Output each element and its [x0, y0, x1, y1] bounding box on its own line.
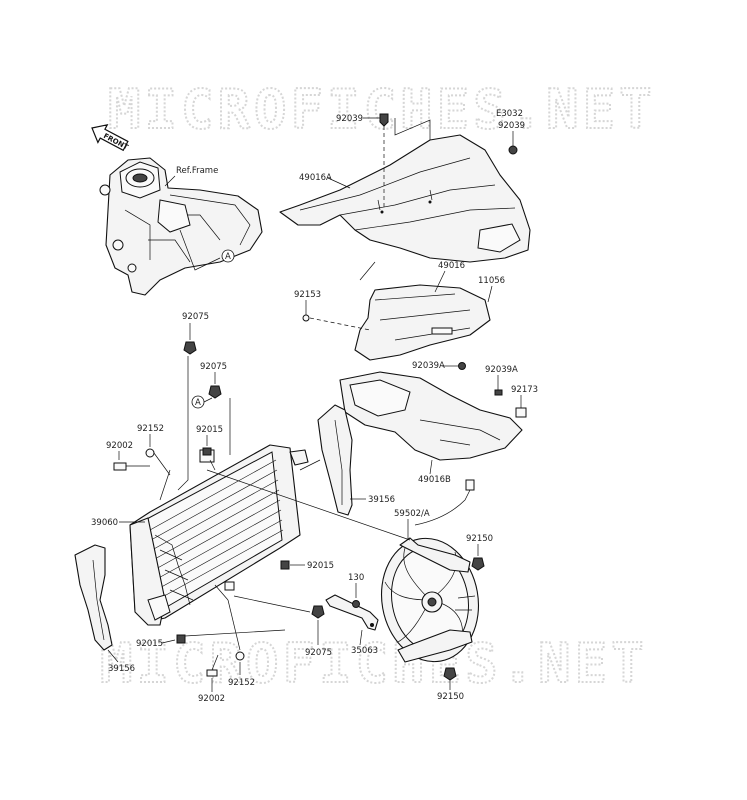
- label-130: 130: [348, 573, 364, 583]
- label-92039a-right: 92039A: [485, 365, 518, 375]
- label-92153: 92153: [294, 290, 321, 300]
- label-35063: 35063: [351, 646, 378, 656]
- label-e3032: E3032: [496, 109, 523, 119]
- bracket-35063: [325, 594, 379, 631]
- radiator-39060: [129, 444, 309, 626]
- shroud-49016b: [339, 371, 523, 461]
- label-92152-top: 92152: [137, 424, 164, 434]
- watermark-top: MICROFICHES.NET: [108, 78, 656, 141]
- side-cover-39156-left: [74, 544, 113, 651]
- callout-a-mid: A: [195, 398, 201, 408]
- label-92015-mid: 92015: [307, 561, 334, 571]
- label-11056: 11056: [478, 276, 505, 286]
- label-92002-top: 92002: [106, 441, 133, 451]
- ref-frame-label: Ref.Frame: [176, 166, 218, 176]
- label-92075-top: 92075: [182, 312, 209, 322]
- label-92150-bot: 92150: [437, 692, 464, 702]
- label-92173: 92173: [511, 385, 538, 395]
- label-59502a: 59502/A: [394, 509, 430, 519]
- frame-assembly: [99, 157, 263, 296]
- label-39156-right: 39156: [368, 495, 395, 505]
- cooling-fan-59502a: [380, 537, 480, 663]
- label-39156-left: 39156: [108, 664, 135, 674]
- cover-49016: [354, 284, 491, 361]
- label-92150-top: 92150: [466, 534, 493, 544]
- label-49016a: 49016A: [299, 173, 332, 183]
- label-49016: 49016: [438, 261, 465, 271]
- label-92039-right: 92039: [498, 121, 525, 131]
- label-92015-top: 92015: [196, 425, 223, 435]
- label-92015-bot: 92015: [136, 639, 163, 649]
- label-92152-bot: 92152: [228, 678, 255, 688]
- side-cover-39156-right: [317, 404, 353, 516]
- label-92002-bot: 92002: [198, 694, 225, 704]
- label-92075-bot: 92075: [305, 648, 332, 658]
- cover-49016a: [279, 134, 531, 263]
- callout-a-top: A: [225, 252, 231, 262]
- label-92039-top: 92039: [336, 114, 363, 124]
- label-49016b: 49016B: [418, 475, 451, 485]
- label-92039a-left: 92039A: [412, 361, 445, 371]
- callout-a-circle: [221, 249, 235, 263]
- label-39060: 39060: [91, 518, 118, 528]
- label-92075-mid: 92075: [200, 362, 227, 372]
- watermark-bottom: MICROFICHES.NET: [100, 632, 648, 695]
